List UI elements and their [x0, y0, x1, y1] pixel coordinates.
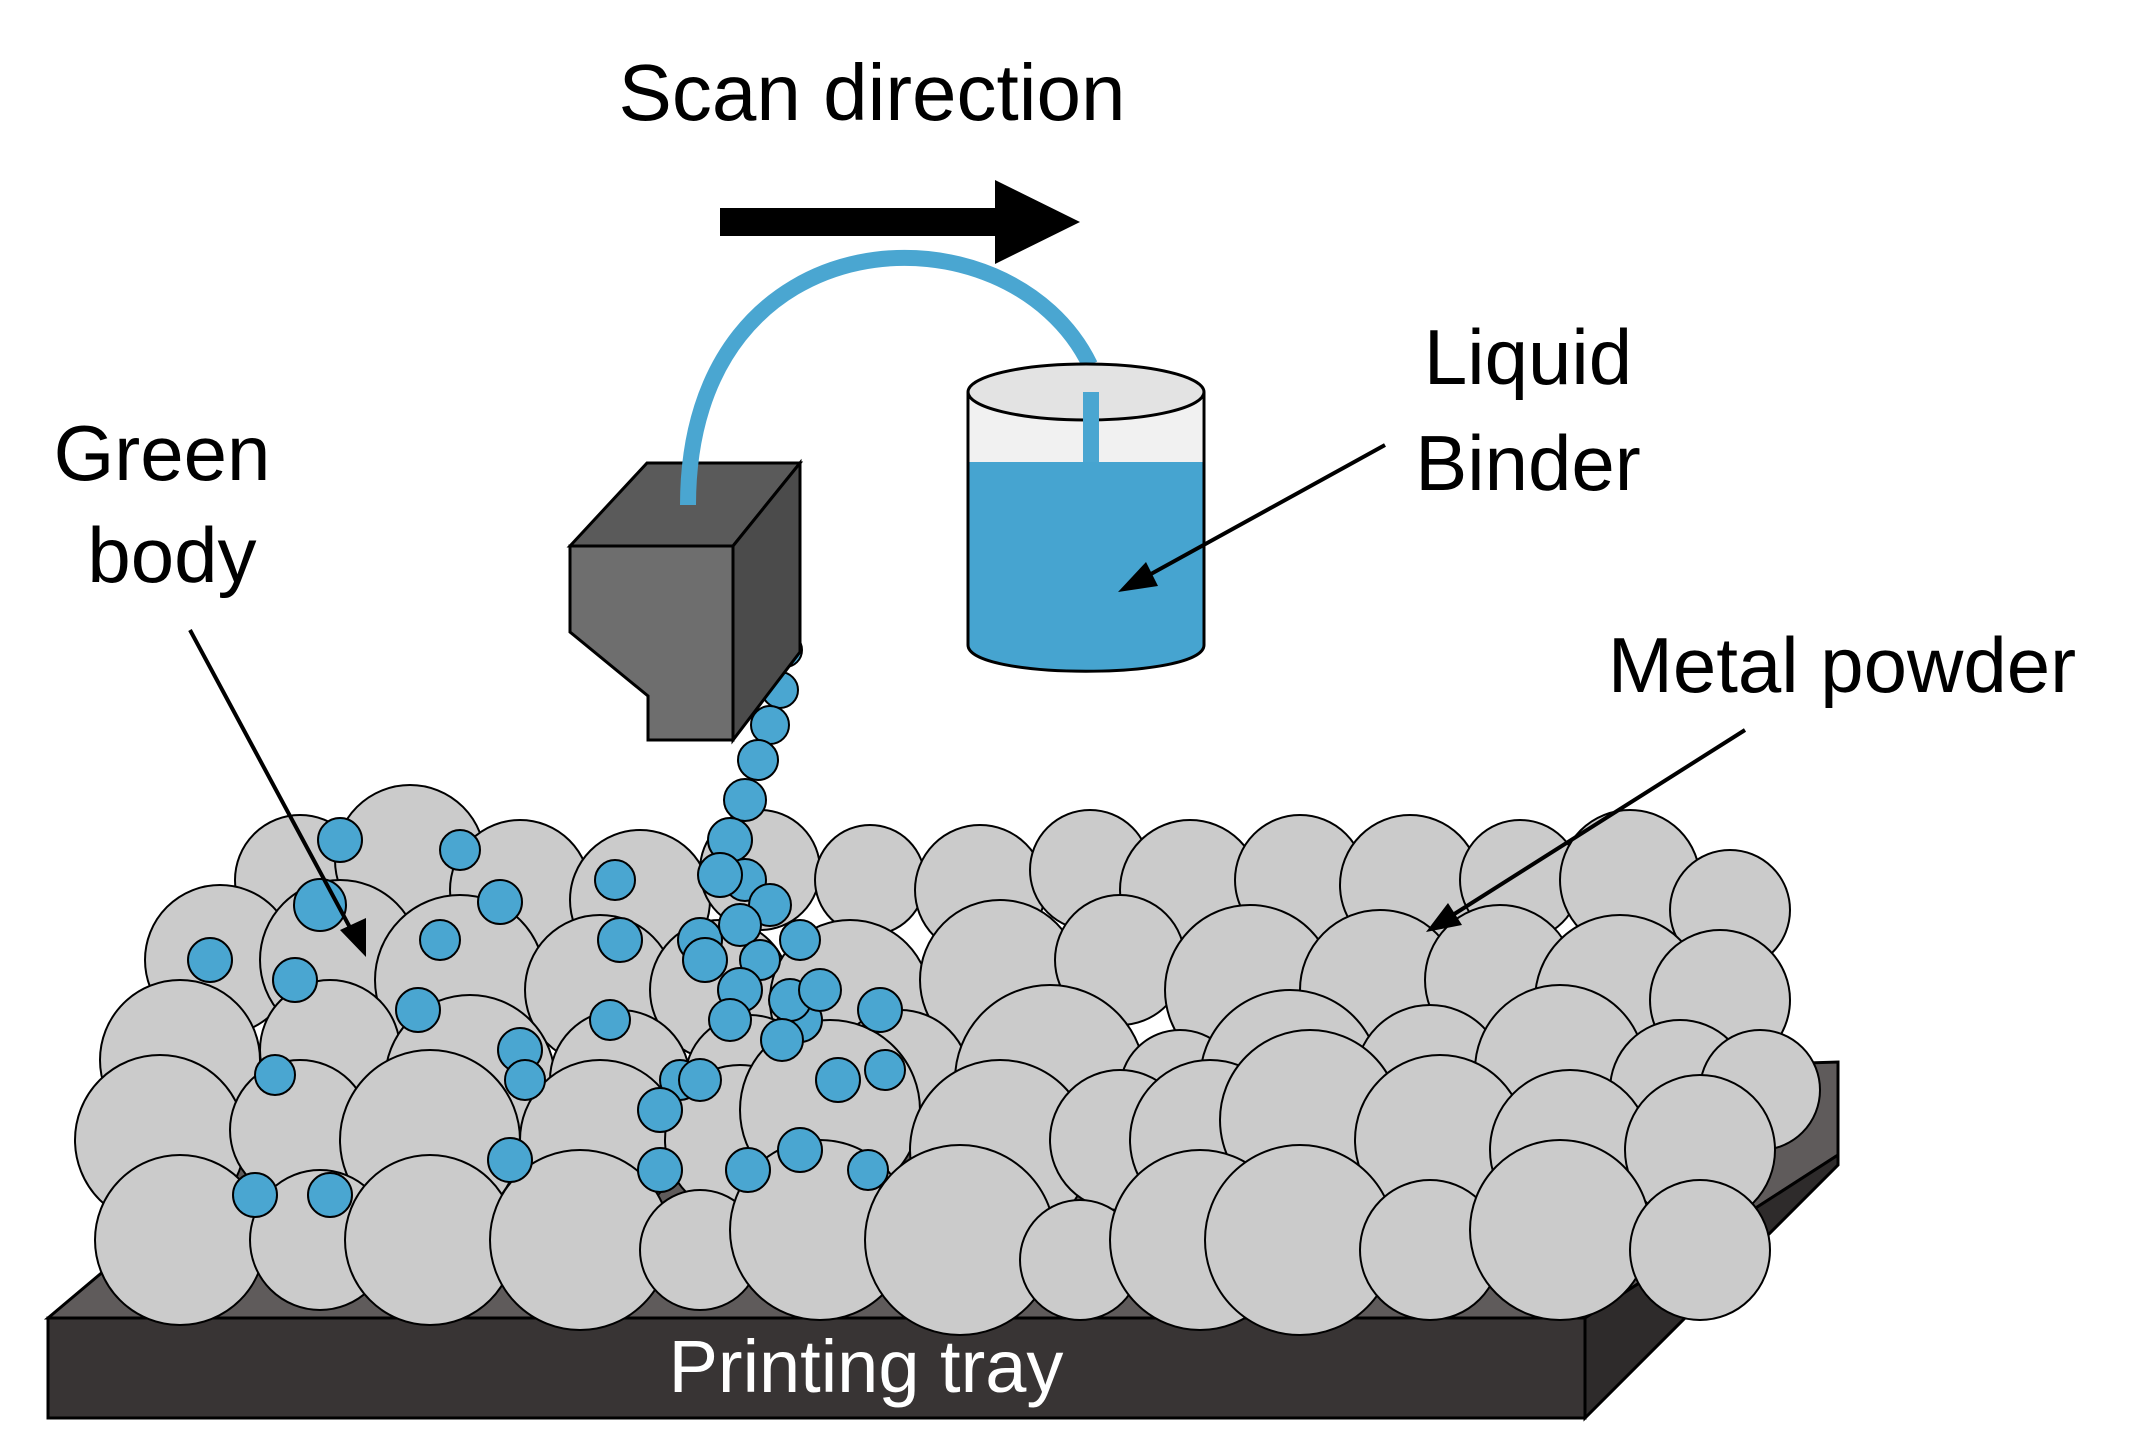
stream-droplet — [798, 968, 842, 1012]
liquid-binder-label-line2: Binder — [1415, 419, 1640, 507]
green-body-pointer-line — [188, 629, 356, 936]
scan-direction-arrow — [720, 180, 1080, 264]
stream-droplet — [815, 1057, 861, 1103]
binder-droplet — [232, 1172, 278, 1218]
binder-droplet — [254, 1054, 296, 1096]
liquid-binder-pointer-head — [1118, 562, 1158, 592]
beaker-tube-inside — [1083, 392, 1099, 462]
green-body-pointer-head — [340, 918, 366, 957]
binder-droplet — [857, 987, 903, 1033]
liquid-binder-label-line1: Liquid — [1424, 313, 1632, 401]
print-head-front-face — [568, 544, 735, 742]
beaker-liquid — [968, 462, 1204, 672]
binder-droplet — [307, 1172, 353, 1218]
liquid-binder-beaker — [966, 362, 1206, 673]
binder-droplets-on-bed — [187, 817, 906, 1218]
binder-droplet — [477, 879, 523, 925]
scan-direction-label: Scan direction — [619, 48, 1126, 137]
tray-front-face — [46, 1316, 1587, 1420]
binder-droplet — [395, 987, 441, 1033]
binder-droplet — [725, 1147, 771, 1193]
binder-droplet-stream — [678, 632, 861, 1103]
stream-droplet — [697, 852, 743, 898]
scan-arrow-head — [995, 180, 1080, 264]
binder-droplet — [864, 1049, 906, 1091]
stream-droplet — [760, 1018, 804, 1062]
printing-tray-label: Printing tray — [669, 1325, 1064, 1408]
binder-droplet — [847, 1149, 889, 1191]
binder-droplet — [487, 1137, 533, 1183]
metal-powder-pointer-line — [1446, 728, 1747, 920]
green-body-label-line1: Green — [54, 409, 271, 497]
metal-powder-pointer-head — [1426, 903, 1462, 932]
pointer-arrows — [188, 443, 1747, 957]
liquid-binder-pointer-line — [1139, 443, 1386, 582]
scan-arrow-shaft — [720, 208, 1002, 236]
binder-droplet — [317, 817, 363, 863]
powder-particle — [1629, 1179, 1771, 1321]
binder-droplet — [419, 919, 461, 961]
binder-droplet — [504, 1059, 546, 1101]
powder-bed — [74, 784, 1821, 1336]
stream-droplet — [750, 705, 790, 745]
stream-droplet — [678, 1058, 722, 1102]
stream-droplet — [723, 778, 767, 822]
binder-droplet — [589, 999, 631, 1041]
binder-droplet — [637, 1087, 683, 1133]
powder-particle — [814, 824, 926, 936]
binder-droplet — [187, 937, 233, 983]
stream-droplet — [708, 998, 752, 1042]
binder-droplet — [777, 1127, 823, 1173]
binder-droplet — [272, 957, 318, 1003]
metal-powder-label: Metal powder — [1608, 621, 2076, 709]
stream-droplet — [737, 739, 779, 781]
stream-droplet — [779, 919, 821, 961]
binder-droplet — [594, 859, 636, 901]
binder-droplet — [597, 917, 643, 963]
binder-tube — [680, 249, 1098, 506]
green-body-label-line2: body — [87, 511, 256, 599]
powder-particle — [1469, 1139, 1651, 1321]
binder-droplet — [439, 829, 481, 871]
beaker-wall — [966, 392, 1206, 673]
print-head — [566, 458, 804, 745]
stream-droplet — [682, 937, 728, 983]
binder-droplet — [637, 1147, 683, 1193]
stream-droplet — [718, 903, 762, 947]
